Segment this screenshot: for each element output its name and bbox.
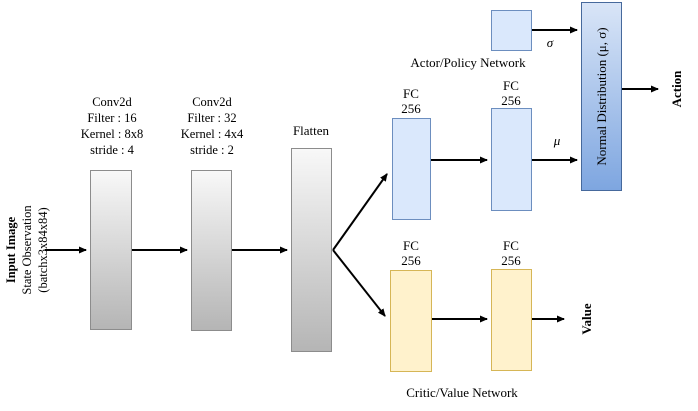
input-subtitle: State Observation: [20, 205, 34, 295]
actor-network-label: Actor/Policy Network: [410, 55, 526, 70]
actor-fc1-label: FC 256: [361, 86, 461, 116]
input-title: Input Image: [4, 216, 18, 284]
flatten-layer-block: [291, 148, 332, 352]
conv1-stride: stride : 4: [90, 143, 134, 157]
action-output-label: Action: [669, 70, 684, 108]
critic-fc2-label: FC 256: [461, 238, 561, 268]
actor-fc2-label: FC 256: [461, 78, 561, 108]
flatten-label: Flatten: [292, 123, 330, 138]
critic-network-label: Critic/Value Network: [406, 385, 518, 400]
critic-fc2-block: [491, 269, 532, 371]
input-shape: (batchx3x84x84): [36, 207, 50, 293]
actor-fc2-type: FC: [503, 78, 519, 93]
critic-fc1-units: 256: [401, 253, 421, 268]
normal-distribution-block: [581, 2, 622, 191]
conv2-filter: Filter : 32: [187, 111, 237, 125]
critic-fc1-block: [390, 270, 432, 372]
conv2-label: Conv2d Filter : 32 Kernel : 4x4 stride :…: [160, 94, 264, 158]
sigma-symbol: σ: [546, 35, 554, 50]
critic-fc2-type: FC: [503, 238, 519, 253]
actor-fc1-block: [392, 118, 431, 220]
actor-fc1-type: FC: [403, 86, 419, 101]
normal-distribution-label: Normal Distribution (μ, σ): [594, 27, 609, 166]
critic-fc1-type: FC: [403, 238, 419, 253]
conv2-kernel: Kernel : 4x4: [180, 127, 244, 141]
actor-fc2-units: 256: [501, 93, 521, 108]
conv1-layer-block: [90, 170, 132, 330]
mu-symbol: μ: [553, 133, 561, 148]
conv2-stride: stride : 2: [190, 143, 234, 157]
input-image-label: Input Image State Observation (batchx3x8…: [3, 190, 51, 310]
conv2-name: Conv2d: [192, 95, 232, 109]
actor-fc2-block: [491, 108, 532, 211]
conv2-layer-block: [191, 170, 232, 331]
conv1-filter: Filter : 16: [87, 111, 137, 125]
conv1-name: Conv2d: [92, 95, 132, 109]
critic-fc2-units: 256: [501, 253, 521, 268]
conv1-kernel: Kernel : 8x8: [80, 127, 144, 141]
sigma-head-block: [491, 10, 532, 51]
critic-fc1-label: FC 256: [361, 238, 461, 268]
actor-fc1-units: 256: [401, 101, 421, 116]
value-output-label: Value: [579, 303, 594, 335]
conv1-label: Conv2d Filter : 16 Kernel : 8x8 stride :…: [60, 94, 164, 158]
